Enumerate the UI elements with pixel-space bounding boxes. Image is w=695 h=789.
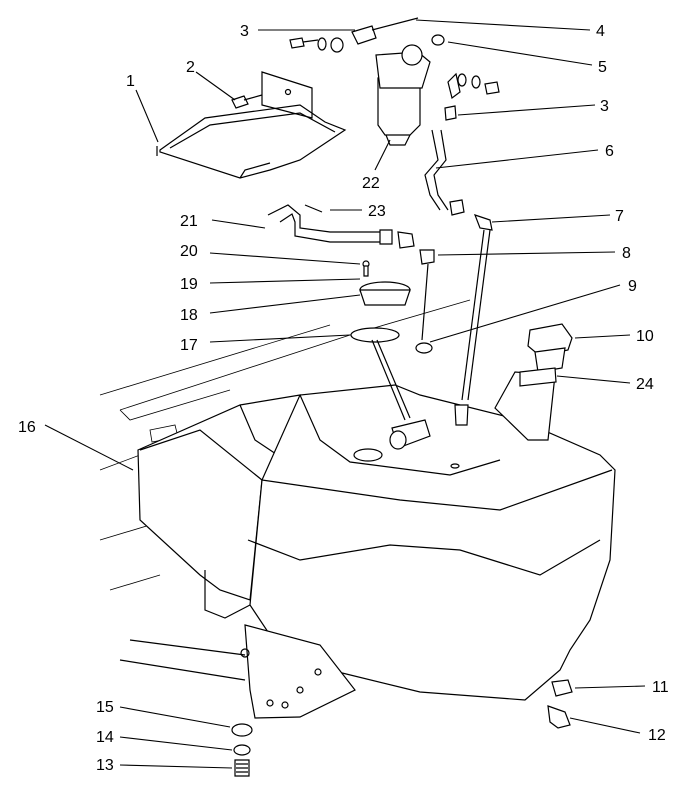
callout-leaders — [44, 19, 646, 769]
bottom-hardware — [231, 679, 573, 777]
callout-5: 5 — [598, 59, 607, 76]
callout-19: 19 — [180, 276, 198, 293]
filler-cap-and-neck — [519, 323, 573, 387]
callout-7: 7 — [615, 208, 624, 225]
callout-3-top: 3 — [240, 23, 249, 40]
fuel-filter — [375, 44, 431, 146]
callout-15: 15 — [96, 699, 114, 716]
fuel-sender-assembly — [350, 260, 431, 450]
callout-6: 6 — [605, 143, 614, 160]
callout-16: 16 — [18, 419, 36, 436]
fittings-and-washers — [267, 17, 500, 426]
callout-20: 20 — [180, 243, 198, 260]
callout-22: 22 — [362, 175, 380, 192]
callout-14: 14 — [96, 729, 114, 746]
callout-1: 1 — [126, 73, 135, 90]
callout-labels: 3 4 2 5 1 3 6 22 23 7 21 20 8 19 9 18 10… — [18, 23, 669, 774]
callout-23: 23 — [368, 203, 386, 220]
fuel-tank — [137, 371, 616, 701]
callout-12: 12 — [648, 727, 666, 744]
callout-4: 4 — [596, 23, 605, 40]
callout-24: 24 — [636, 376, 654, 393]
callout-9: 9 — [628, 278, 637, 295]
callout-2: 2 — [186, 59, 195, 76]
callout-21: 21 — [180, 213, 198, 230]
callout-18: 18 — [180, 307, 198, 324]
callout-8: 8 — [622, 245, 631, 262]
callout-10: 10 — [636, 328, 654, 345]
callout-17: 17 — [180, 337, 198, 354]
callout-3-right: 3 — [600, 98, 609, 115]
callout-13: 13 — [96, 757, 114, 774]
callout-11: 11 — [652, 679, 669, 696]
tank-mount-bracket — [119, 624, 356, 719]
filter-tray-bracket — [156, 71, 347, 179]
bracket-screw — [231, 88, 292, 109]
